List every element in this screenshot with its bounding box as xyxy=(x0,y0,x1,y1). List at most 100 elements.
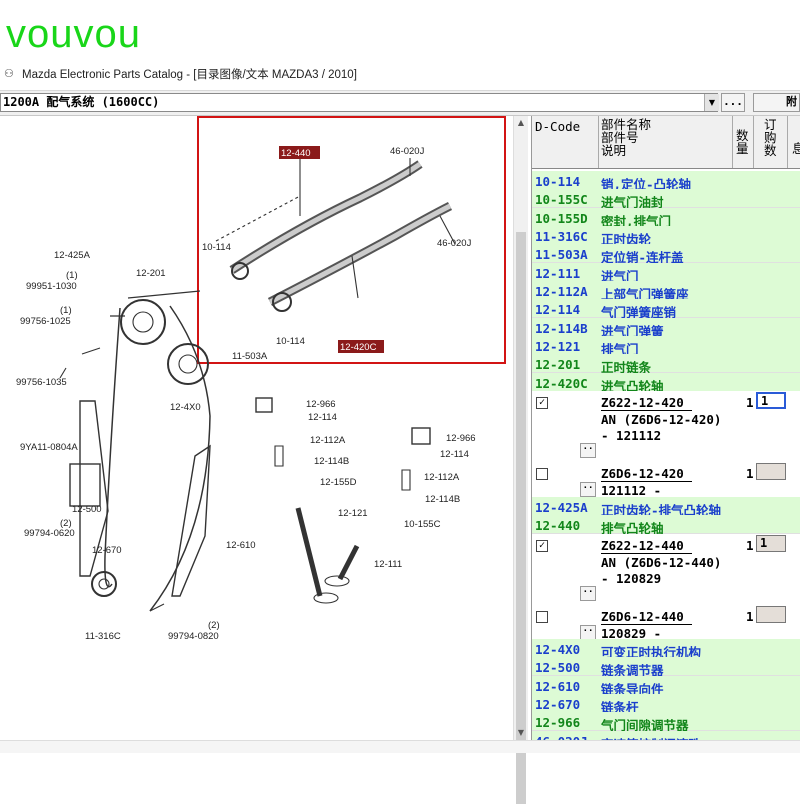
label-12-500[interactable]: 12-500 xyxy=(72,504,102,515)
order-qty-input[interactable] xyxy=(756,463,786,480)
label-99756-1025[interactable]: 99756-1025 xyxy=(20,316,71,327)
label-10-155c[interactable]: 10-155C xyxy=(404,519,441,530)
order-qty-input[interactable] xyxy=(756,606,786,623)
browse-button[interactable]: ... xyxy=(721,93,745,112)
label-9ya11-0804a[interactable]: 9YA11-0804A xyxy=(20,442,78,453)
more-button[interactable]: .. xyxy=(580,443,596,458)
label-note-1b: (1) xyxy=(60,305,72,316)
label-12-114-b[interactable]: 12-114 xyxy=(440,449,469,460)
label-12-111[interactable]: 12-111 xyxy=(374,559,402,570)
label-10-114-b[interactable]: 10-114 xyxy=(276,336,305,347)
label-12-610[interactable]: 12-610 xyxy=(226,540,256,551)
label-12-114-a[interactable]: 12-114 xyxy=(308,412,337,423)
more-button[interactable]: .. xyxy=(580,586,596,601)
label-46-020j-b[interactable]: 46-020J xyxy=(437,238,472,249)
label-12-966-b[interactable]: 12-966 xyxy=(446,433,476,444)
chevron-down-icon[interactable]: ▼ xyxy=(704,94,719,111)
diagram-scrollbar[interactable]: ▲ ▼ xyxy=(513,116,528,804)
label-12-420c[interactable]: 12-420C xyxy=(340,342,377,353)
header-info[interactable]: 息 xyxy=(788,116,800,168)
more-button[interactable]: .. xyxy=(580,482,596,497)
part-dcode: 11-503A xyxy=(535,247,588,262)
vvt-actuator xyxy=(167,343,209,385)
label-12-114b-b[interactable]: 12-114B xyxy=(425,494,460,505)
label-99951-1030[interactable]: 99951-1030 xyxy=(26,281,77,292)
scroll-thumb[interactable] xyxy=(516,232,526,804)
scroll-down-icon[interactable]: ▼ xyxy=(517,728,525,737)
label-12-425a[interactable]: 12-425A xyxy=(54,250,91,261)
part-dcode: 12-425A xyxy=(535,500,588,515)
exhaust-sprocket xyxy=(120,299,166,345)
part-name: 链条导向件 xyxy=(601,682,664,697)
label-12-4x0[interactable]: 12-4X0 xyxy=(170,402,201,413)
order-qty-input[interactable]: 1 xyxy=(756,535,786,552)
part-name: 定位销-连杆盖 xyxy=(601,250,684,265)
label-10-114-a[interactable]: 10-114 xyxy=(202,242,231,253)
label-12-112a-a[interactable]: 12-112A xyxy=(310,435,346,446)
toolbar: 1200A 配气系统 (1600CC) ▼ ... 附 xyxy=(0,90,800,116)
header-order[interactable]: 订 购 数 xyxy=(754,116,788,168)
part-name: 进气凸轮轴 xyxy=(601,379,664,394)
part-name: 可变正时执行机构 xyxy=(601,645,702,660)
select-checkbox[interactable]: ✓ xyxy=(536,540,548,552)
part-number: Z6D6-12-440 xyxy=(601,609,692,625)
label-12-121[interactable]: 12-121 xyxy=(338,508,368,519)
label-99794-0820[interactable]: 99794-0820 xyxy=(168,631,219,642)
part-row[interactable]: 46-020J变速箱控制阀滚珠 xyxy=(532,731,800,740)
attach-button[interactable]: 附 xyxy=(753,93,800,112)
header-name[interactable]: 部件名称 部件号 说明 xyxy=(599,116,733,168)
part-row[interactable]: 12-610 链条导向件 xyxy=(532,676,800,697)
part-row[interactable]: 11-503A 定位销-连杆盖 xyxy=(532,244,800,265)
part-row[interactable]: 12-500 链条调节器 xyxy=(532,657,800,678)
select-checkbox[interactable]: ✓ xyxy=(536,397,548,409)
horizontal-scrollbar[interactable] xyxy=(0,740,800,753)
order-qty-input[interactable]: 1 xyxy=(756,392,786,409)
window-title-bar: ⚇ Mazda Electronic Parts Catalog - [目录图像… xyxy=(0,62,800,84)
label-12-114b-a[interactable]: 12-114B xyxy=(314,456,349,467)
part-detail-line: AN (Z6D6-12-440) xyxy=(601,555,722,570)
select-checkbox[interactable] xyxy=(536,611,548,623)
label-11-316c[interactable]: 11-316C xyxy=(85,631,121,642)
label-12-966-a[interactable]: 12-966 xyxy=(306,399,336,410)
label-12-670[interactable]: 12-670 xyxy=(92,545,122,556)
more-button[interactable]: .. xyxy=(580,625,596,640)
label-11-503a[interactable]: 11-503A xyxy=(232,351,268,362)
label-46-020j-a[interactable]: 46-020J xyxy=(390,146,425,157)
header-dcode[interactable]: D-Code xyxy=(532,116,599,168)
scroll-up-icon[interactable]: ▲ xyxy=(517,118,525,127)
header-qty[interactable]: 数 量 xyxy=(733,116,754,168)
label-12-440[interactable]: 12-440 xyxy=(281,148,311,159)
label-12-155d[interactable]: 12-155D xyxy=(320,477,357,488)
part-dcode: 12-610 xyxy=(535,679,581,694)
label-12-112a-b[interactable]: 12-112A xyxy=(424,472,460,483)
part-dcode: 12-500 xyxy=(535,660,581,675)
label-99794-0620[interactable]: 99794-0620 xyxy=(24,528,75,539)
part-name: 链条调节器 xyxy=(601,663,664,678)
label-12-201[interactable]: 12-201 xyxy=(136,268,166,279)
part-dcode: 12-966 xyxy=(535,715,581,730)
section-select[interactable]: 1200A 配气系统 (1600CC) xyxy=(0,93,718,112)
parts-list: D-Code 部件名称 部件号 说明 数 量 订 购 数 息 10-114销,定… xyxy=(531,116,800,740)
label-99756-1035[interactable]: 99756-1035 xyxy=(16,377,67,388)
select-checkbox[interactable] xyxy=(536,468,548,480)
